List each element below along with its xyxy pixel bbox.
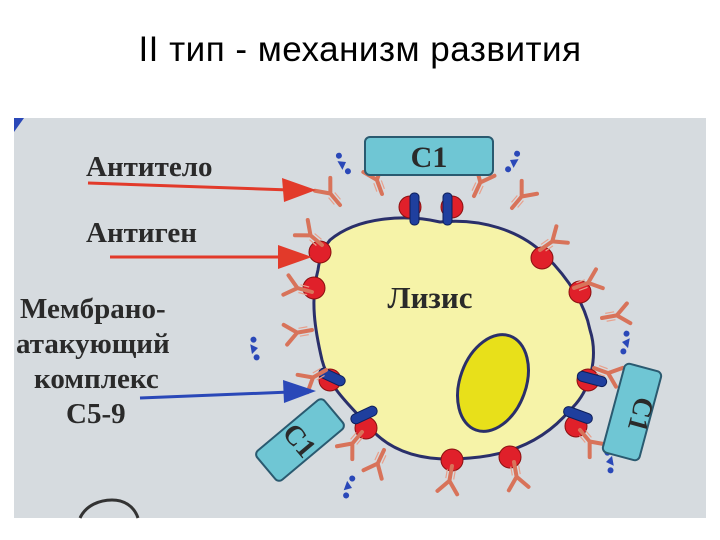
mac-label-line2: атакующий xyxy=(16,328,170,360)
antibody-label: Антитело xyxy=(86,151,213,183)
c1-box-top: С1 xyxy=(364,136,494,176)
mac-label-line3: комплекс xyxy=(34,363,159,395)
c1-box-left: С1 xyxy=(255,398,345,482)
mac-arrow xyxy=(139,380,316,403)
antibody-arrow xyxy=(87,178,316,202)
mac-label-line4: С5-9 xyxy=(66,398,126,430)
mac-label-line1: Мембрано- xyxy=(20,293,166,325)
slide-title: II тип - механизм развития xyxy=(138,30,582,69)
antigen-label: Антиген xyxy=(86,217,197,249)
antigen-arrow xyxy=(110,245,312,269)
bottom-circle-fragment xyxy=(78,498,140,519)
nucleus xyxy=(456,333,530,433)
c1-top-label: С1 xyxy=(411,141,448,174)
c1-box-right: С1 xyxy=(601,362,663,462)
corner-mark xyxy=(14,118,24,132)
lysis-label: Лизис xyxy=(387,280,472,315)
